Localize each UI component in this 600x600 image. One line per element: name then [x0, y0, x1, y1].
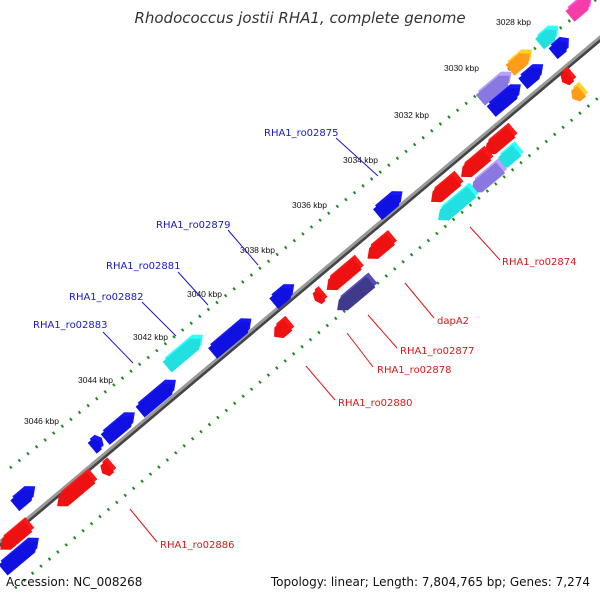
- leader-line: [129, 508, 158, 543]
- gene-block: [438, 186, 477, 221]
- gene-block: [57, 472, 96, 507]
- gene-label: RHA1_ro02883: [33, 320, 108, 331]
- gene-block: [10, 490, 34, 512]
- gene-block: [274, 319, 293, 339]
- tick-label: 3032 kbp: [394, 110, 429, 120]
- right-leader-lines: [129, 226, 501, 543]
- gene-block: [431, 174, 462, 203]
- left-leader-lines: [102, 137, 379, 364]
- tick-label: 3030 kbp: [444, 63, 479, 73]
- leader-line: [335, 137, 379, 177]
- gene-block: [548, 40, 567, 60]
- gene-block: [475, 75, 510, 106]
- gene-block: [485, 126, 516, 155]
- gene-label: RHA1_ro02877: [400, 346, 475, 357]
- gene-block: [571, 85, 587, 102]
- gene-block: [373, 195, 401, 220]
- gene-block: [0, 521, 33, 550]
- tick-label: 3046 kbp: [24, 416, 59, 426]
- gene-label: RHA1_ro02886: [160, 540, 235, 551]
- gene-block: [135, 383, 174, 418]
- gene-block: [208, 322, 250, 359]
- gene-block: [87, 438, 102, 454]
- gene-label: RHA1_ro02880: [338, 398, 413, 409]
- tick-label: 3038 kbp: [240, 245, 275, 255]
- accession-text: Accession: NC_008268: [6, 575, 142, 589]
- gene-block: [505, 53, 530, 76]
- leader-line: [177, 271, 209, 306]
- gene-label: RHA1_ro02879: [156, 220, 231, 231]
- tick-label: 3044 kbp: [78, 375, 113, 385]
- gene-block: [461, 149, 492, 178]
- gene-block: [497, 145, 522, 168]
- gene-label: RHA1_ro02878: [377, 365, 452, 376]
- gene-block: [0, 541, 37, 576]
- gene-label: RHA1_ro02874: [502, 257, 577, 268]
- gene-block: [560, 70, 575, 86]
- gene-label: RHA1_ro02881: [106, 261, 181, 272]
- gene-block: [312, 290, 326, 305]
- tick-label: 3042 kbp: [133, 332, 168, 342]
- gene-block: [367, 234, 395, 259]
- leader-line: [305, 365, 336, 401]
- gene-block: [100, 416, 133, 445]
- gene-block: [326, 258, 362, 291]
- gene-block: [162, 338, 201, 373]
- tick-label: 3036 kbp: [292, 200, 327, 210]
- gene-block: [565, 0, 590, 22]
- leader-line: [227, 229, 259, 266]
- genome-backbone: [0, 35, 600, 544]
- leader-line: [102, 331, 134, 364]
- leader-line: [367, 314, 398, 349]
- genome-backbone-shadow: [0, 35, 600, 547]
- tick-label: 3040 kbp: [187, 289, 222, 299]
- gene-block: [518, 68, 542, 90]
- gene-block: [337, 276, 376, 311]
- gene-label: RHA1_ro02875: [264, 128, 339, 139]
- gene-block: [486, 88, 519, 117]
- genome-stats-text: Topology: linear; Length: 7,804,765 bp; …: [270, 575, 590, 589]
- reverse-dot-track: [14, 96, 599, 590]
- gene-block: [471, 162, 506, 193]
- gene-label: dapA2: [437, 316, 469, 327]
- leader-line: [141, 301, 177, 337]
- gene-blocks: [0, 0, 592, 576]
- tick-label: 3028 kbp: [496, 17, 531, 27]
- gene-block: [535, 29, 557, 50]
- gene-block: [269, 288, 293, 310]
- map-title: Rhodococcus jostii RHA1, complete genome: [134, 9, 465, 27]
- leader-line: [404, 282, 435, 319]
- leader-line: [346, 332, 374, 368]
- gene-label: RHA1_ro02882: [69, 292, 144, 303]
- leader-line: [469, 226, 501, 261]
- gene-block: [100, 461, 115, 477]
- forward-dot-track: [9, 0, 598, 470]
